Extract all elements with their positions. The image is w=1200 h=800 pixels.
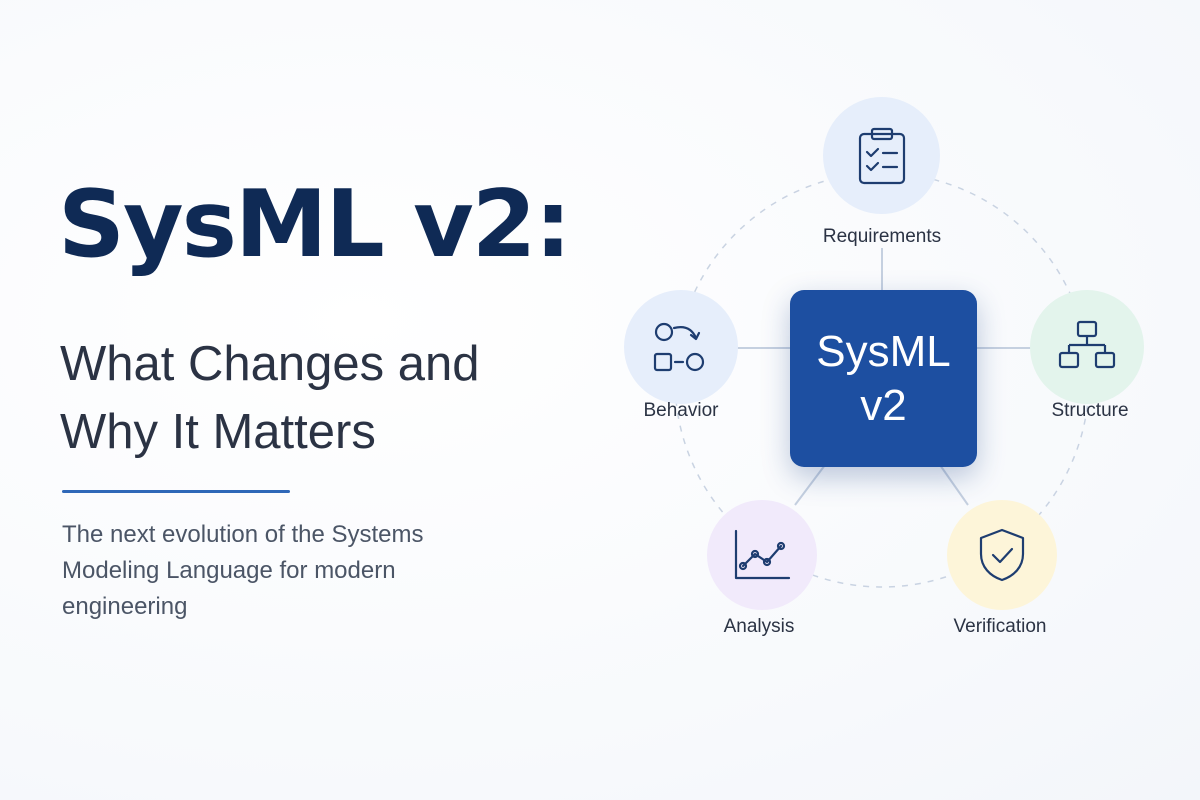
node-label-structure: Structure [1051,400,1129,421]
node-label-analysis: Analysis [723,616,795,637]
subtitle-line-2: Why It Matters [60,405,376,459]
center-label-line-2: v2 [860,380,907,430]
connector-verification [939,464,969,506]
page-title: SysML v2: [58,170,572,278]
clipboard-checklist-icon [858,127,905,184]
hierarchy-icon [1058,320,1116,369]
line-chart-icon [734,529,791,580]
center-label-line-1: SysML [816,326,951,376]
node-analysis [707,500,817,610]
tagline: The next evolution of the Systems Modeli… [62,521,424,620]
center-label: SysML v2 [816,325,950,433]
shield-check-icon [979,528,1025,582]
node-structure [1030,290,1144,404]
accent-divider [62,490,290,493]
connector-analysis [794,464,826,506]
subtitle-line-1: What Changes and [60,337,480,391]
node-label-requirements: Requirements [822,226,942,247]
page-subtitle: What Changes and Why It Matters [60,330,620,466]
node-requirements [823,97,940,214]
flow-cycle-icon [653,322,705,372]
node-verification [947,500,1057,610]
node-behavior [624,290,738,404]
center-sysml-box: SysML v2 [790,290,977,467]
node-label-verification: Verification [953,616,1047,637]
node-label-behavior: Behavior [643,400,719,421]
